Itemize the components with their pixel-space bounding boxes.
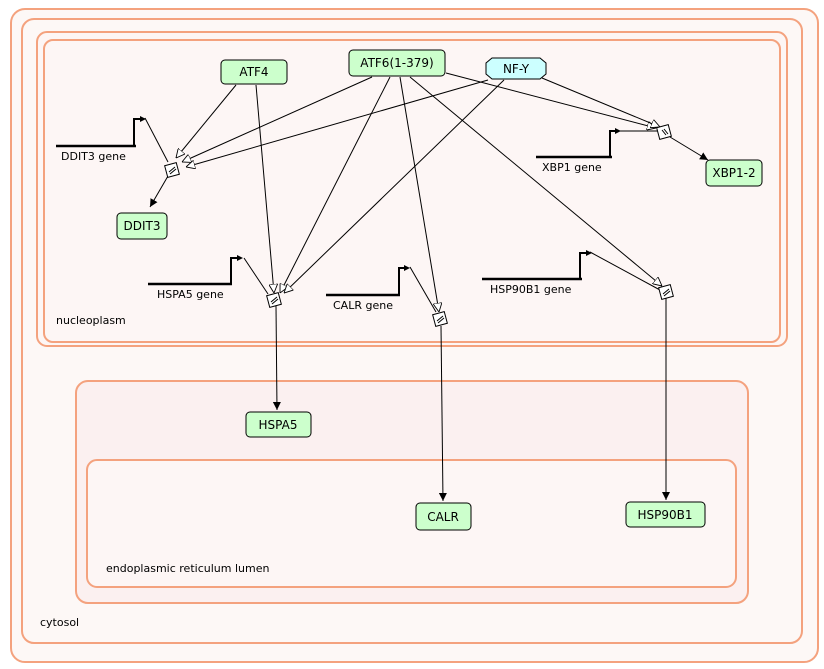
node-nfy[interactable]: NF-Y bbox=[485, 57, 547, 80]
node-hspa5[interactable]: HSPA5 bbox=[245, 411, 312, 438]
edge-atf6-hsp90b1 bbox=[409, 76, 662, 286]
edge-atf4-hspa5 bbox=[255, 84, 274, 293]
node-ddit3[interactable]: DDIT3 bbox=[116, 212, 168, 240]
process-nodes bbox=[164, 124, 674, 327]
nucleoplasm-compartment[interactable]: nucleoplasm bbox=[36, 31, 788, 347]
edge-process-xbp1 bbox=[669, 136, 709, 161]
edge-nfy-ddit3 bbox=[186, 79, 489, 167]
gene-xbp1-label: XBP1 gene bbox=[542, 161, 602, 174]
gene-calr[interactable]: CALR gene bbox=[326, 265, 410, 312]
process-ddit3[interactable] bbox=[164, 162, 180, 178]
edge-hsp90b1gene-process bbox=[589, 251, 661, 291]
cytosol-label: cytosol bbox=[40, 616, 79, 629]
node-nfy-label: NF-Y bbox=[503, 62, 530, 76]
node-atf4[interactable]: ATF4 bbox=[220, 59, 288, 85]
edge-ddit3gene-process bbox=[144, 117, 169, 163]
node-hsp90b1[interactable]: HSP90B1 bbox=[625, 501, 706, 528]
gene-xbp1[interactable]: XBP1 gene bbox=[536, 128, 621, 174]
edge-nfy-xbp1 bbox=[541, 77, 660, 127]
process-xbp1[interactable] bbox=[656, 124, 672, 140]
gene-hspa5-label: HSPA5 gene bbox=[157, 288, 224, 301]
er-lumen-label: endoplasmic reticulum lumen bbox=[106, 562, 269, 575]
node-xbp1-2[interactable]: XBP1-2 bbox=[705, 159, 763, 187]
node-calr-label: CALR bbox=[427, 510, 459, 524]
node-hspa5-label: HSPA5 bbox=[259, 418, 298, 432]
node-hsp90b1-label: HSP90B1 bbox=[637, 508, 692, 522]
node-atf6-label: ATF6(1-379) bbox=[360, 56, 433, 70]
edge-calrgene-process bbox=[409, 266, 437, 313]
gene-ddit3-label: DDIT3 gene bbox=[61, 150, 126, 163]
edge-atf4-ddit3 bbox=[176, 84, 237, 158]
gene-calr-label: CALR gene bbox=[333, 299, 393, 312]
node-atf6[interactable]: ATF6(1-379) bbox=[348, 49, 446, 77]
gene-hsp90b1[interactable]: HSP90B1 gene bbox=[482, 250, 592, 296]
gene-hspa5[interactable]: HSPA5 gene bbox=[148, 255, 243, 301]
er-compartment[interactable]: endoplasmic reticulum lumen bbox=[75, 380, 749, 604]
process-calr[interactable] bbox=[432, 311, 448, 327]
edge-process-hspa5 bbox=[272, 305, 281, 411]
gene-hsp90b1-label: HSP90B1 gene bbox=[490, 283, 572, 296]
edge-hspa5gene-process bbox=[243, 257, 269, 295]
edge-process-ddit3 bbox=[149, 175, 169, 208]
node-calr[interactable]: CALR bbox=[415, 502, 472, 531]
node-ddit3-label: DDIT3 bbox=[124, 219, 161, 233]
gene-ddit3[interactable]: DDIT3 gene bbox=[56, 116, 146, 163]
nucleoplasm-label: nucleoplasm bbox=[56, 314, 126, 327]
node-atf4-label: ATF4 bbox=[239, 65, 268, 79]
process-hspa5[interactable] bbox=[266, 292, 282, 308]
edges bbox=[144, 72, 709, 502]
edge-nfy-hspa5 bbox=[284, 79, 505, 293]
process-hsp90b1[interactable] bbox=[658, 284, 674, 300]
edge-process-calr bbox=[438, 325, 447, 502]
edge-atf6-calr bbox=[399, 76, 439, 312]
node-xbp1-2-label: XBP1-2 bbox=[712, 166, 755, 180]
edge-atf6-ddit3 bbox=[182, 76, 373, 162]
